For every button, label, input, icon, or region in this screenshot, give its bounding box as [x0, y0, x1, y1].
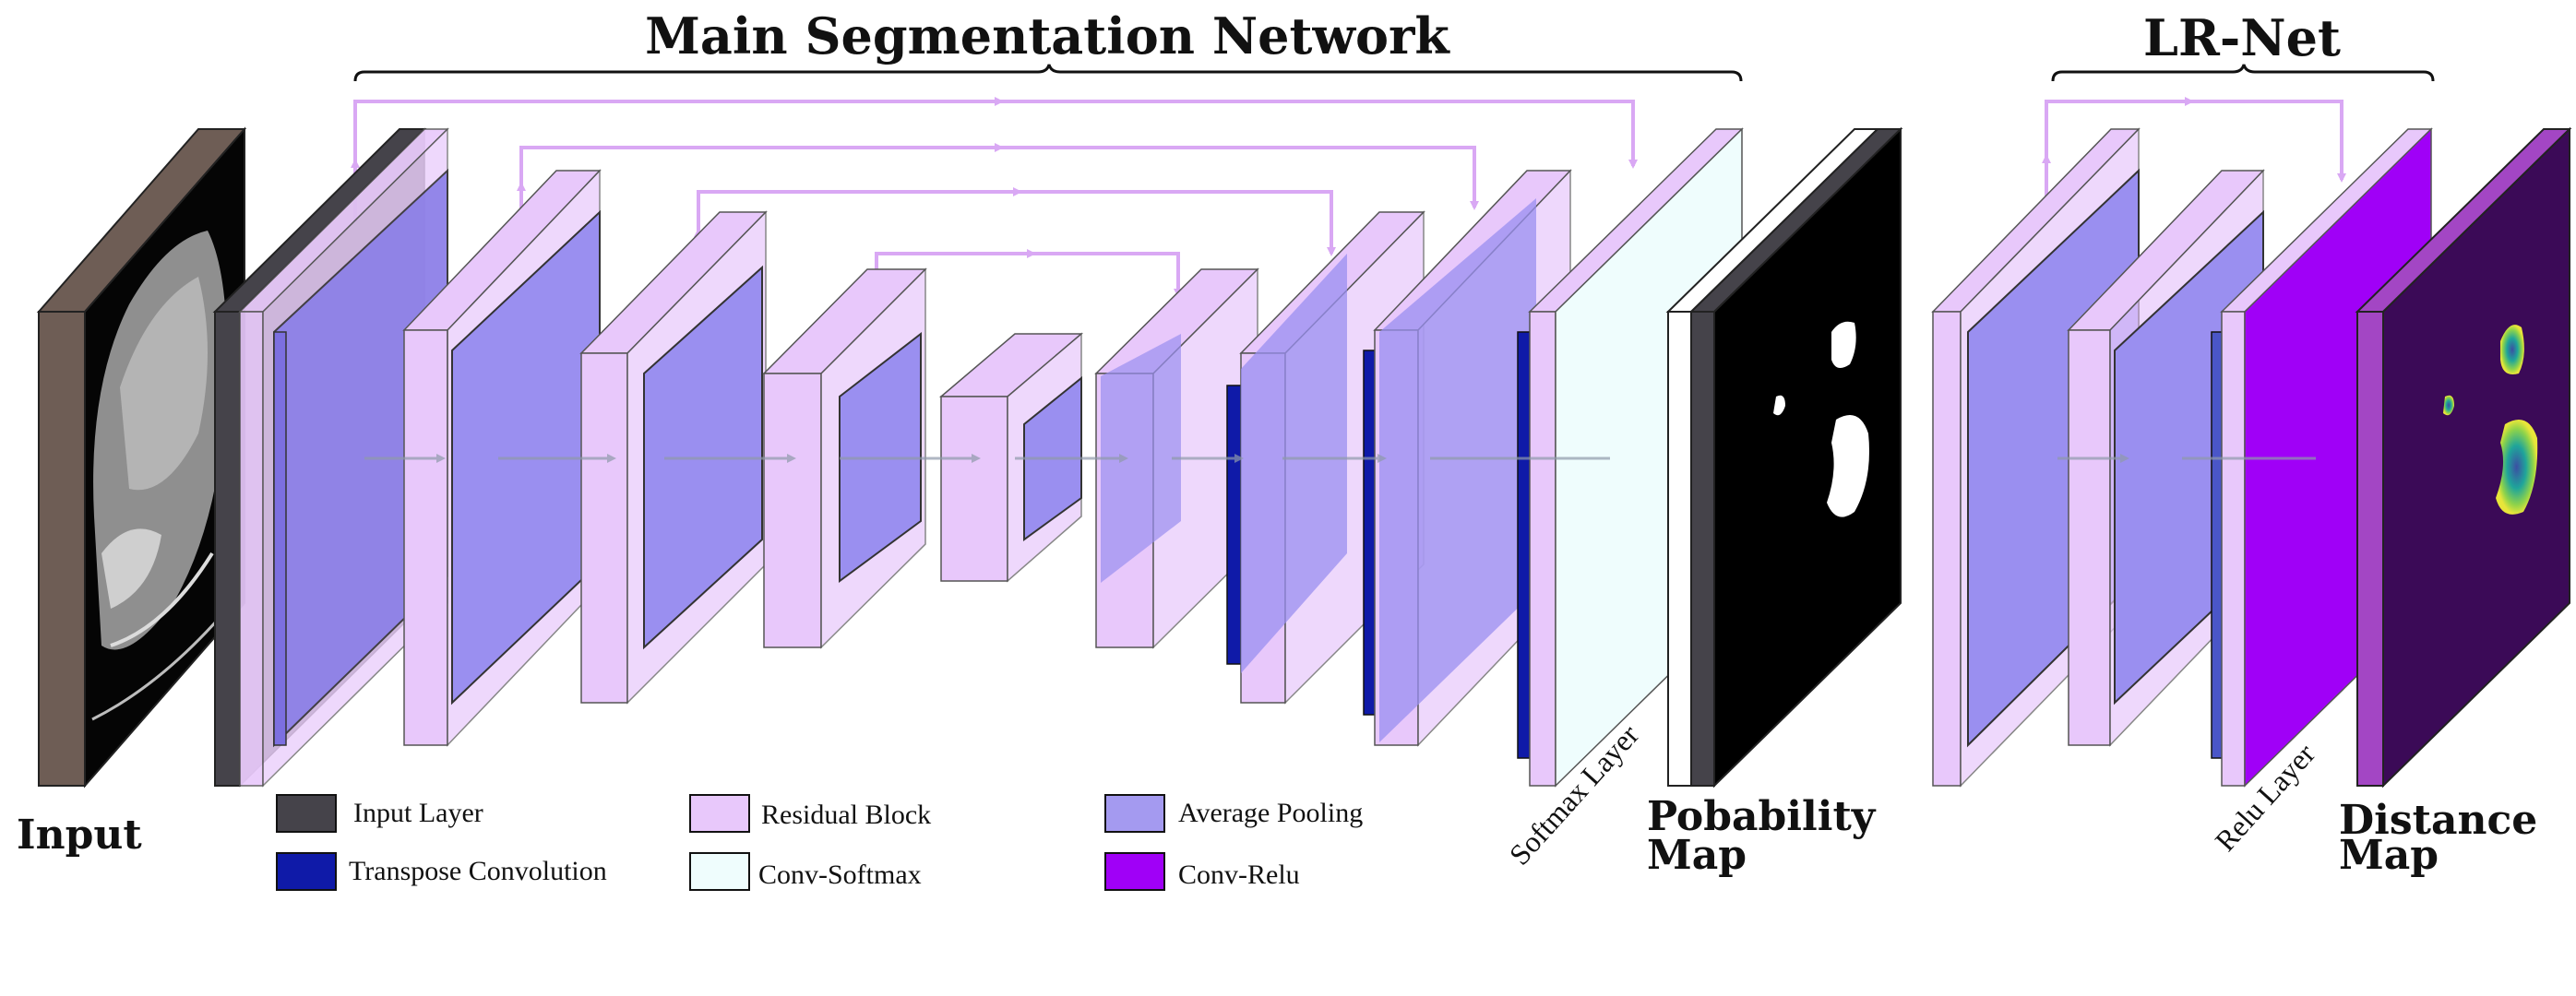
legend-item-conv-relu: Conv-Relu [1104, 852, 1300, 891]
distance-map [2355, 126, 2572, 788]
legend-item-average-pooling: Average Pooling [1104, 794, 1363, 833]
legend-swatch-input-layer [276, 794, 337, 833]
distance-blob-1 [2500, 325, 2524, 374]
legend-label-input-layer: Input Layer [353, 798, 483, 828]
lr-residual-block-3 [2220, 128, 2433, 787]
skip-connection-3 [694, 187, 1336, 277]
legend-item-conv-softmax: Conv-Softmax [689, 852, 922, 891]
legend-item-residual-block: Residual Block [689, 794, 931, 833]
distance-blob-2 [2443, 395, 2454, 416]
input-image [36, 126, 247, 788]
legend-label-conv-softmax: Conv-Softmax [758, 860, 922, 890]
probability-map-label-line1: Pobability [1647, 793, 1877, 840]
main-network-title: Main Segmentation Network [645, 6, 1450, 65]
legend-swatch-transpose-convolution [276, 852, 337, 891]
probability-map-label-line2: Map [1647, 832, 1747, 879]
probability-map [1665, 126, 1903, 788]
main-network-brace [353, 64, 1743, 82]
legend-label-average-pooling: Average Pooling [1178, 798, 1363, 828]
legend-item-input-layer: Input Layer [276, 794, 483, 833]
legend: Input Layer Residual Block Average Pooli… [276, 794, 1363, 891]
legend-swatch-residual-block [689, 794, 750, 833]
distance-map-label-line1: Distance [2339, 797, 2537, 844]
legend-item-transpose-convolution: Transpose Convolution [276, 852, 607, 891]
legend-swatch-conv-relu [1104, 852, 1165, 891]
segmentation-blob-1 [1831, 321, 1856, 368]
distance-map-label-line2: Map [2339, 832, 2439, 879]
legend-label-transpose-convolution: Transpose Convolution [349, 856, 607, 886]
segmentation-blob-2 [1773, 395, 1785, 416]
legend-swatch-conv-softmax [689, 852, 750, 891]
input-label: Input [17, 812, 142, 859]
legend-swatch-average-pooling [1104, 794, 1165, 833]
legend-label-residual-block: Residual Block [761, 800, 931, 830]
segmentation-blob-3 [1827, 415, 1869, 517]
lr-net-brace [2051, 64, 2435, 82]
legend-label-conv-relu: Conv-Relu [1178, 860, 1300, 890]
distance-blob-3 [2496, 420, 2538, 515]
lr-net-title: LR-Net [2143, 8, 2341, 67]
